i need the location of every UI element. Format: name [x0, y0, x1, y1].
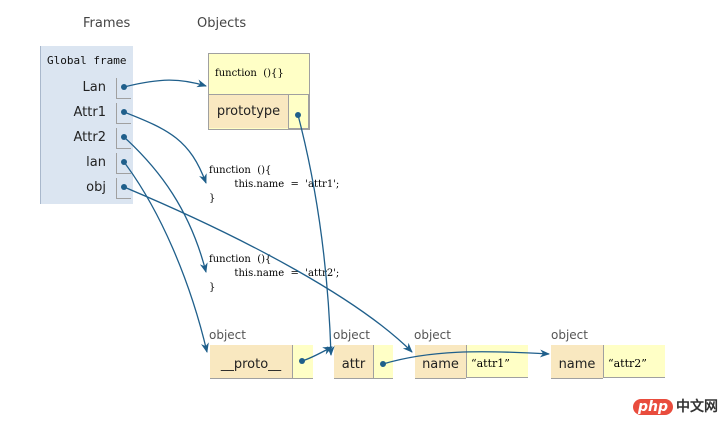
watermark-text: 中文网 [676, 399, 719, 415]
prototype-key: prototype [209, 95, 289, 128]
arrow-Lan-to-function [123, 79, 207, 88]
attr1-code-line-3: } [209, 193, 216, 204]
attr1-name-key: name [415, 345, 466, 379]
lan-instance-label: object [209, 328, 246, 342]
arrow-attr-to-attr2 [382, 349, 550, 365]
slot-lan [116, 153, 131, 174]
dot-Attr2 [121, 134, 127, 140]
attr1-name-value: “attr1” [466, 345, 528, 378]
attr2-code-line-2: this.name = 'attr2'; [209, 268, 340, 279]
var-obj: obj [86, 180, 106, 195]
dot-attr [380, 361, 386, 367]
slot-Attr1 [116, 103, 131, 124]
dot-Lan [121, 84, 127, 90]
attr1-code-line-2: this.name = 'attr1'; [209, 179, 340, 190]
arrow-Attr2-to-function [123, 136, 208, 273]
arrow-prototype-to-object [297, 114, 335, 356]
var-Attr1: Attr1 [73, 105, 106, 120]
prototype-object-label: object [333, 328, 370, 342]
slot-Lan [116, 78, 131, 99]
attr1-function-code: function (){ this.name = 'attr1';} [209, 164, 339, 206]
objects-header: Objects [197, 16, 247, 31]
dot-prototype [295, 112, 301, 118]
dot-Attr1 [121, 109, 127, 115]
global-frame-title: Global frame [47, 54, 127, 67]
frames-header: Frames [83, 16, 131, 31]
attr2-name-key: name [551, 345, 603, 379]
dot-lan [121, 159, 127, 165]
dot-proto [299, 358, 305, 364]
attr1-instance-label: object [414, 328, 451, 342]
lan-function-header: function (){} [215, 68, 284, 79]
attr2-instance-label: object [551, 328, 588, 342]
attr2-function-code: function (){ this.name = 'attr2';} [209, 253, 339, 295]
slot-Attr2 [116, 128, 131, 149]
var-Attr2: Attr2 [73, 130, 106, 145]
slot-obj [116, 178, 131, 199]
attr-key: attr [334, 345, 373, 379]
proto-key: __proto__ [210, 345, 292, 379]
attr2-code-line-3: } [209, 282, 216, 293]
arrow-lan-to-instance [123, 161, 209, 353]
attr2-name-value: “attr2” [603, 345, 665, 378]
arrow-obj-to-attr1 [123, 186, 413, 353]
watermark-brand: php [633, 399, 674, 415]
arrow-proto-to-object [301, 346, 333, 362]
arrow-Attr1-to-function [123, 111, 207, 184]
var-Lan: Lan [82, 80, 106, 95]
dot-obj [121, 184, 127, 190]
attr2-code-line-1: function (){ [209, 254, 272, 265]
global-frame: Global frame Lan Attr1 Attr2 lan obj [40, 46, 133, 204]
attr1-code-line-1: function (){ [209, 165, 272, 176]
var-lan: lan [86, 155, 106, 170]
prototype-value-cell [288, 94, 309, 129]
